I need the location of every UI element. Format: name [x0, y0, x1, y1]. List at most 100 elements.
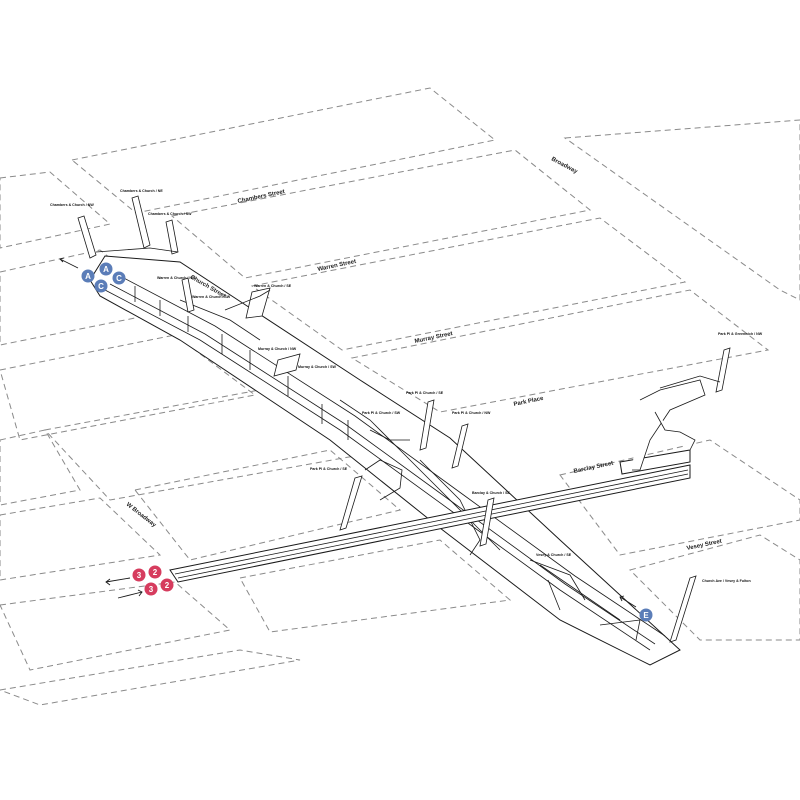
exit-label: Murray & Church / SW: [298, 365, 337, 369]
city-block: [0, 497, 162, 581]
arrow-head-icon: [59, 257, 65, 263]
track-line: [179, 299, 261, 341]
stair-chambers-church-nw: [77, 215, 97, 259]
city-block: [170, 149, 592, 279]
svg-text:A: A: [103, 265, 109, 274]
svg-text:2: 2: [153, 568, 158, 577]
stair-warren-church: [181, 277, 195, 313]
city-block: [0, 334, 257, 441]
exit-label: Barclay & Church / SE: [472, 491, 511, 495]
city-block: [134, 449, 402, 561]
exit-label: Vesey & Church / SE: [536, 553, 572, 557]
direction-arrow-icon: [105, 577, 131, 583]
track-line: [539, 564, 621, 621]
stair-barclay-complex: [654, 411, 696, 451]
track-line: [104, 289, 651, 651]
church-street-tunnel: [89, 255, 681, 666]
stair-barclay-complex: [632, 379, 706, 471]
track-line: [174, 469, 689, 575]
direction-arrow-icon: [117, 591, 143, 599]
svg-text:E: E: [643, 611, 649, 620]
street-label-murray: Murray Street: [414, 331, 453, 345]
stair-w-broadway: [339, 475, 363, 531]
mezzanine-edge: [364, 459, 403, 501]
exit-label: Warren & Church / SW: [192, 295, 231, 299]
city-blocks: [0, 87, 800, 706]
exit-label: Park Pl & Greenwich / NW: [718, 332, 763, 336]
route-bullets: A A C C E 3 2 3: [81, 262, 653, 622]
mezzanine-edge: [529, 559, 586, 601]
exit-label: Park Pl & Church / SW: [362, 411, 401, 415]
arrow-head-icon: [105, 578, 111, 586]
exit-labels: Chambers & Church / NW Chambers & Church…: [50, 189, 763, 583]
mezzanine-edge: [369, 429, 410, 441]
route-bullet-3: 3: [144, 582, 158, 596]
stair-chambers-church-ne: [131, 195, 151, 249]
arrow-head-icon: [619, 595, 625, 602]
route-bullet-a: A: [99, 262, 113, 276]
svg-text:2: 2: [165, 581, 170, 590]
exit-label: Church Ave / Vesey & Fulton: [702, 579, 751, 583]
route-bullet-e: E: [639, 608, 653, 622]
track-line: [177, 473, 689, 579]
exit-label: Murray & Church / NW: [258, 347, 297, 351]
route-bullet-2: 2: [160, 578, 174, 592]
svg-text:3: 3: [137, 571, 142, 580]
svg-text:A: A: [85, 272, 91, 281]
stair-vesey-fulton: [669, 575, 697, 643]
exit-label: Warren & Church / SE: [254, 284, 292, 288]
city-block: [563, 119, 800, 301]
tunnel-body: [89, 255, 681, 666]
direction-arrow-icon: [619, 596, 637, 608]
city-block: [0, 429, 81, 506]
svg-text:3: 3: [149, 585, 154, 594]
exit-label: Park Pl & Church / SE: [406, 391, 444, 395]
track-line: [547, 579, 561, 611]
mezzanine-edge: [659, 375, 721, 389]
street-label-w-broadway: W Broadway: [125, 502, 158, 529]
city-block: [70, 87, 497, 214]
stair-warren-church-se: [245, 287, 271, 319]
street-label-chambers: Chambers Street: [237, 189, 285, 205]
track-line: [339, 399, 501, 551]
mezzanine-edge: [224, 289, 271, 311]
exit-label: Park Pl & Church / NW: [452, 411, 491, 415]
stair-park-pl-church-se: [451, 423, 469, 469]
exit-label: Chambers & Church / SW: [148, 212, 192, 216]
exit-label: Chambers & Church / NE: [120, 189, 163, 193]
city-block: [350, 289, 770, 413]
mezzanine-edge: [599, 619, 641, 641]
route-bullet-a: A: [81, 269, 95, 283]
track-line: [119, 275, 666, 637]
direction-arrows: [59, 257, 637, 608]
stairways: [77, 195, 731, 643]
street-label-warren: Warren Street: [317, 259, 357, 273]
track-line: [109, 283, 656, 645]
street-label-broadway: Broadway: [550, 156, 579, 175]
svg-text:C: C: [116, 274, 122, 283]
svg-text:C: C: [98, 282, 104, 291]
exit-label: Chambers & Church / NW: [50, 203, 94, 207]
route-bullet-3: 3: [132, 568, 146, 582]
exit-label: Park Pl & Church / SE: [310, 467, 348, 471]
arrow-head-icon: [137, 589, 143, 597]
exit-label: Warren & Church / NW: [157, 276, 196, 280]
city-block: [250, 217, 687, 351]
city-block: [629, 534, 800, 641]
street-label-park-place: Park Place: [513, 396, 545, 408]
stair-barclay: [479, 497, 495, 547]
route-bullet-c: C: [112, 271, 126, 285]
stair-chambers-church-sw: [165, 219, 179, 255]
mezzanine-edge: [95, 247, 179, 253]
stair-murray-church: [273, 353, 301, 377]
stair-park-pl-greenwich: [715, 347, 731, 393]
direction-arrow-icon: [59, 258, 79, 269]
city-block: [0, 649, 301, 706]
route-bullet-c: C: [94, 279, 108, 293]
city-block: [0, 581, 232, 671]
city-block: [559, 439, 800, 556]
route-bullet-2: 2: [148, 565, 162, 579]
stair-park-pl-church: [419, 399, 435, 451]
